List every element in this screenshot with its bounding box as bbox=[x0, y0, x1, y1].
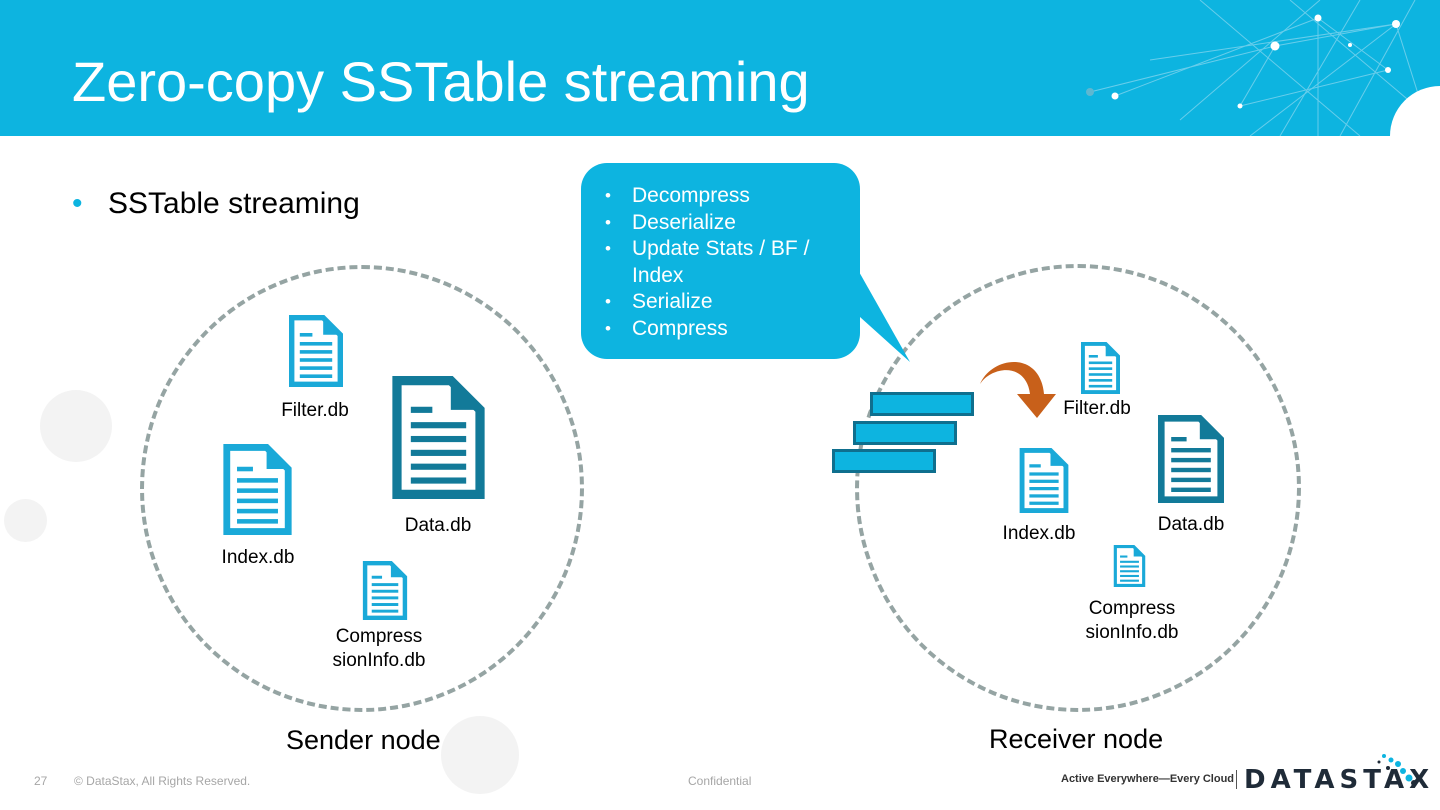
receiver-node-circle bbox=[855, 264, 1301, 712]
file-icon bbox=[1080, 342, 1121, 394]
step-item: Update Stats / BF / Index bbox=[601, 236, 851, 289]
sender-data-label: Data.db bbox=[404, 515, 472, 536]
file-icon bbox=[288, 315, 344, 387]
decor-circle bbox=[40, 390, 112, 462]
stream-chunk bbox=[832, 449, 936, 473]
tagline: Active Everywhere—Every Cloud bbox=[1061, 773, 1235, 785]
file-icon bbox=[1113, 545, 1146, 587]
title-bar: Zero-copy SSTable streaming bbox=[0, 0, 1440, 136]
file-icon bbox=[1156, 415, 1226, 503]
copyright-text: © DataStax, All Rights Reserved. bbox=[74, 774, 251, 788]
receiver-data-label: Data.db bbox=[1157, 514, 1225, 535]
sender-index-label: Index.db bbox=[221, 547, 295, 568]
datastax-logo: DATASTAX bbox=[1244, 765, 1435, 795]
step-item: Decompress bbox=[601, 183, 851, 210]
receiver-node-label: Receiver node bbox=[989, 724, 1164, 754]
step-item: Compress bbox=[601, 316, 851, 343]
file-icon bbox=[390, 376, 487, 499]
sender-filter-label: Filter.db bbox=[281, 400, 349, 421]
decor-circle bbox=[4, 499, 47, 542]
receiver-filter-label: Filter.db bbox=[1063, 398, 1131, 419]
bullet-dot: • bbox=[72, 187, 83, 220]
page-number: 27 bbox=[34, 774, 48, 788]
processing-steps-list: Decompress Deserialize Update Stats / BF… bbox=[601, 183, 851, 342]
file-icon bbox=[362, 561, 408, 620]
slide-title: Zero-copy SSTable streaming bbox=[72, 50, 810, 113]
step-item: Serialize bbox=[601, 289, 851, 316]
file-icon bbox=[222, 444, 293, 535]
confidential-label: Confidential bbox=[688, 774, 752, 788]
stream-chunk bbox=[853, 421, 957, 445]
bullet-item: • SSTable streaming bbox=[72, 185, 360, 223]
decor-circle bbox=[441, 716, 519, 794]
stream-chunk bbox=[870, 392, 974, 416]
sender-node-circle bbox=[140, 265, 584, 712]
receiver-compression-label: Compress sionInfo.db bbox=[1085, 598, 1179, 643]
receiver-index-label: Index.db bbox=[1002, 523, 1076, 544]
sender-compression-label: Compress sionInfo.db bbox=[332, 626, 426, 671]
footer-divider bbox=[1236, 770, 1237, 789]
bullet-text: SSTable streaming bbox=[108, 187, 360, 220]
network-graphic bbox=[1086, 0, 1433, 136]
step-item: Deserialize bbox=[601, 210, 851, 237]
sender-node-label: Sender node bbox=[286, 725, 441, 755]
file-icon bbox=[1019, 448, 1069, 513]
